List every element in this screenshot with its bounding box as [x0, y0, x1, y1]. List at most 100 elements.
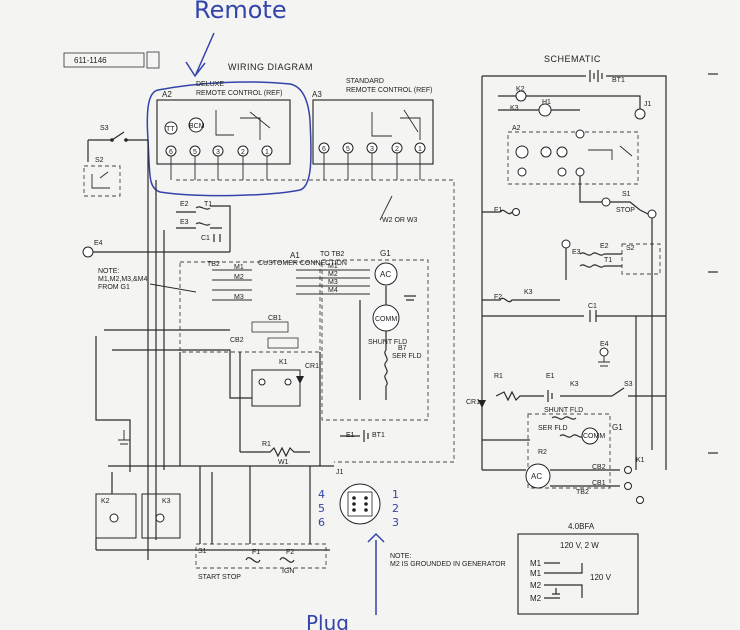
k1-contact — [284, 378, 292, 386]
sch-k1-label: K1 — [636, 457, 645, 464]
shunt-fld-label: SHUNT FLD — [368, 339, 407, 346]
g1-dashed-box — [321, 259, 429, 421]
a3-id: A3 — [312, 90, 322, 99]
sch-g1-label: G1 — [612, 423, 623, 432]
remote-harness-dashed — [176, 179, 455, 463]
j1-pin — [364, 502, 368, 506]
sch-r1-battery-s3 — [495, 387, 666, 402]
w2-leader — [379, 195, 393, 221]
sch-field-coils — [551, 416, 585, 438]
customer-connection-label: CUSTOMER CONNECTION — [258, 260, 347, 267]
sch-top-wires — [498, 95, 641, 111]
a3-harness-wires — [323, 153, 421, 180]
s3-switch — [88, 131, 148, 141]
g1-ac-label: AC — [380, 270, 391, 279]
t1-label: T1 — [204, 201, 212, 208]
a3-terminal-label: 1 — [418, 146, 422, 153]
lead-m4: M4 — [328, 287, 338, 294]
sch-e4-ground — [598, 356, 610, 367]
k3-relay — [141, 493, 181, 539]
sch-a2-term — [557, 167, 567, 177]
fuses — [245, 557, 295, 563]
sch-t1-coils — [579, 252, 605, 268]
sch-f1-fuse — [482, 209, 513, 215]
sch-a2-term — [575, 129, 585, 139]
a2-remote-control-box — [156, 99, 291, 165]
w2-or-w3-label: W2 OR W3 — [382, 217, 417, 224]
s3-label: S3 — [100, 125, 109, 132]
tb2-label: TB2 — [207, 261, 220, 268]
s2-switch — [91, 171, 110, 189]
a3-terminal-label: 5 — [346, 146, 350, 153]
sch-e2-label: E2 — [600, 243, 609, 250]
a2-terminal-label: 3 — [216, 149, 220, 156]
g1-label: G1 — [380, 249, 391, 258]
a2-tt-label: TT — [166, 126, 175, 133]
g1-wires — [359, 286, 387, 400]
a2-terminal-label: 1 — [265, 149, 269, 156]
cr1-diode — [296, 376, 304, 384]
a3-internal-wiring — [371, 109, 421, 140]
a2-id: A2 — [162, 90, 172, 99]
sch-s1-label: S1 — [622, 191, 631, 198]
sch-a2-box — [507, 131, 639, 185]
a3-line1: STANDARD — [346, 78, 384, 85]
s2-label: S2 — [95, 157, 104, 164]
lead-m2: M2 — [328, 271, 338, 278]
e3-label: E3 — [180, 219, 189, 226]
sch-s2-box — [621, 243, 661, 275]
plug-right-num-2: 2 — [392, 502, 399, 515]
w1-label: W1 — [278, 459, 289, 466]
a3-terminal-label: 3 — [370, 146, 374, 153]
sch-bottom-wires — [482, 218, 653, 471]
schematic-battery-rail — [589, 70, 667, 470]
s1-label: S1 — [198, 548, 207, 555]
a2-terminal-label: 6 — [169, 149, 173, 156]
plug-left-num-4: 4 — [318, 488, 325, 501]
note-left-2: M1,M2,M3,&M4 — [98, 276, 148, 283]
tb2-rows — [212, 269, 252, 301]
k2-relay — [95, 493, 137, 539]
sch-a2-label: A2 — [512, 125, 521, 132]
c1-capacitor — [213, 234, 221, 242]
j1-pin — [352, 502, 356, 506]
sch-out-term — [636, 496, 644, 504]
j1-pin — [364, 496, 368, 500]
r1-resistor — [240, 446, 310, 458]
k1-contact — [258, 378, 266, 386]
output-box — [517, 533, 639, 615]
output-row-m1a: M1 — [530, 559, 542, 568]
sch-ac-label: AC — [531, 472, 542, 481]
schematic-title: SCHEMATIC — [544, 54, 601, 64]
sch-j1-label: J1 — [644, 101, 652, 108]
sch-s3-label: S3 — [624, 381, 633, 388]
lead-m1: M1 — [328, 263, 338, 270]
sch-comm — [581, 427, 599, 445]
bt1-label: BT1 — [372, 432, 385, 439]
sch-e4-terminal — [599, 347, 609, 357]
a2-bcm-label: BCM — [189, 123, 205, 130]
b7-label: B7 — [398, 345, 407, 352]
f1-label: F1 — [252, 549, 260, 556]
plug-right-num-1: 1 — [392, 488, 399, 501]
tb2-m1: M1 — [234, 264, 244, 271]
s3-contact — [110, 138, 114, 142]
sch-e4-label: E4 — [600, 341, 609, 348]
a2-line2: REMOTE CONTROL (REF) — [196, 90, 282, 97]
a2-terminal-label: 2 — [241, 149, 245, 156]
j1-label: J1 — [336, 469, 344, 476]
sch-k3-low-label: K3 — [570, 381, 579, 388]
output-row-m1b: M1 — [530, 569, 542, 578]
sch-cb2-label: CB2 — [592, 464, 606, 471]
k2-label: K2 — [101, 498, 110, 505]
sch-j1-6 — [561, 239, 571, 249]
t1-wires — [210, 205, 231, 252]
j1-pin — [352, 496, 356, 500]
a3-terminal-label: 6 — [322, 146, 326, 153]
note-leader — [149, 283, 197, 293]
sch-stop-label: STOP — [616, 207, 635, 214]
output-connections — [544, 562, 583, 599]
output-row-m2a: M2 — [530, 581, 542, 590]
sch-k3-mid-label: K3 — [524, 289, 533, 296]
